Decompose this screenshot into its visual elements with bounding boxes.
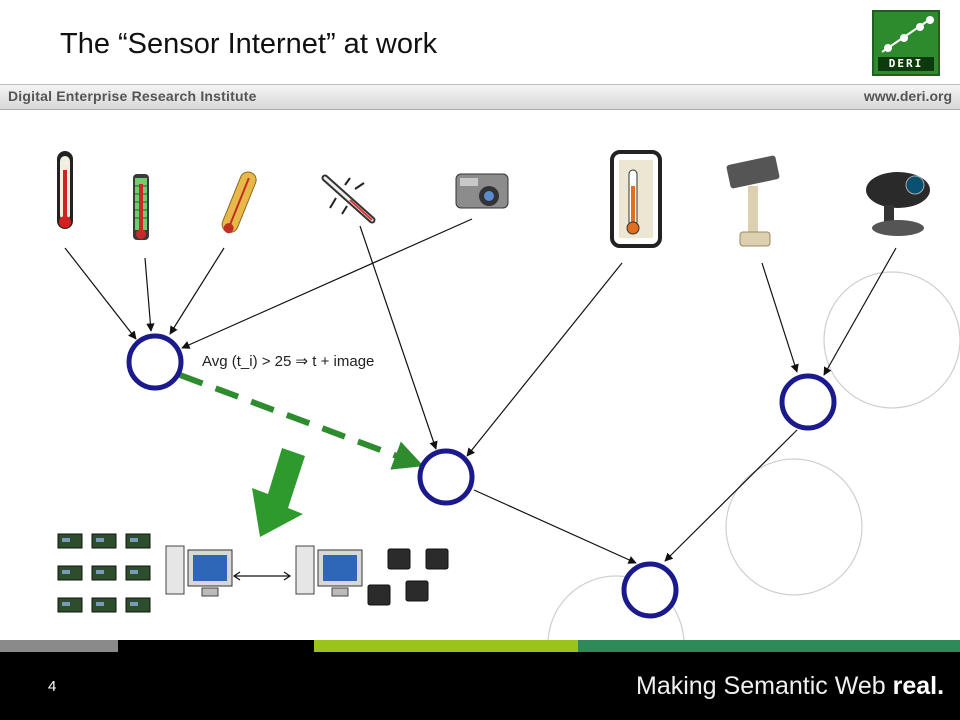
digital-camera-icon <box>455 173 509 209</box>
query-forward-arrow <box>178 372 424 470</box>
footer <box>0 652 960 720</box>
sensor-network-diagram <box>57 150 960 640</box>
thermometer-green-icon <box>133 174 149 240</box>
deploy-arrow-icon <box>252 448 305 537</box>
slide-title: The “Sensor Internet” at work <box>60 28 438 60</box>
webcam-icon <box>866 172 930 236</box>
node-right <box>779 373 837 431</box>
page-number: 4 <box>48 678 57 695</box>
footer-stripe-green <box>578 640 960 652</box>
footer-stripe-lime <box>314 640 578 652</box>
storage-devices <box>367 548 449 606</box>
footer-stripe-gray <box>0 640 118 652</box>
logo-graphic <box>881 16 934 53</box>
rule-annotation: Avg (t_i) > 25 ⇒ t + image <box>202 353 375 370</box>
tagline-bold: real. <box>892 672 945 700</box>
thermometer-red-icon <box>57 151 73 229</box>
background-circles <box>547 271 960 640</box>
header-band: Digital Enterprise Research Institute ww… <box>0 84 960 110</box>
logo-text: DERI <box>878 57 934 71</box>
institute-name: Digital Enterprise Research Institute <box>8 88 257 104</box>
node-middle <box>417 448 475 506</box>
tagline-main: Making Semantic Web <box>636 672 893 700</box>
node-bottom <box>621 561 679 619</box>
tagline: Making Semantic Web real. <box>636 672 944 701</box>
thermometer-yellow-icon <box>221 171 257 234</box>
edges <box>64 218 897 581</box>
website-url: www.deri.org <box>863 88 952 104</box>
security-camera-icon <box>726 155 780 247</box>
computer-left-icon <box>165 545 233 597</box>
wall-thermometer-icon <box>610 150 662 248</box>
deri-logo: DERI <box>872 10 940 76</box>
node-aggregator <box>126 333 184 391</box>
footer-stripe-black <box>118 640 314 652</box>
thermometer-broken-icon <box>321 174 376 224</box>
network-nodes <box>126 333 837 619</box>
sensor-boards <box>57 533 151 613</box>
computer-right-icon <box>295 545 363 597</box>
